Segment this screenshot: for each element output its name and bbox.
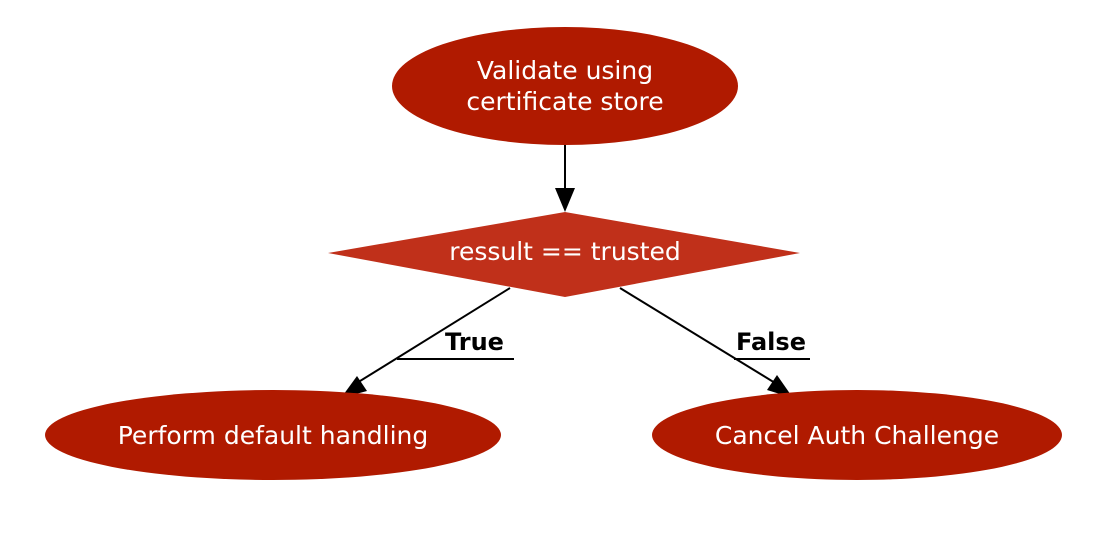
edge-decision-to-cancel: False [619,287,810,398]
edge-label-true: True [445,328,504,356]
node-perform-default-handling: Perform default handling [45,390,501,480]
node-decision-result-trusted: ressult == trusted [328,212,800,297]
node-validate-line2: certificate store [466,87,663,116]
node-cancel-auth-challenge: Cancel Auth Challenge [652,390,1062,480]
node-validate-line1: Validate using [477,56,653,85]
node-cancel-label: Cancel Auth Challenge [715,421,999,450]
edge-validate-to-decision [555,145,575,212]
node-default-handling-label: Perform default handling [118,421,428,450]
edge-decision-to-default-handling: True [341,287,514,398]
node-validate-certificate-store: Validate using certificate store [392,27,738,145]
edge-label-false: False [736,328,806,356]
node-decision-label: ressult == trusted [449,237,681,266]
